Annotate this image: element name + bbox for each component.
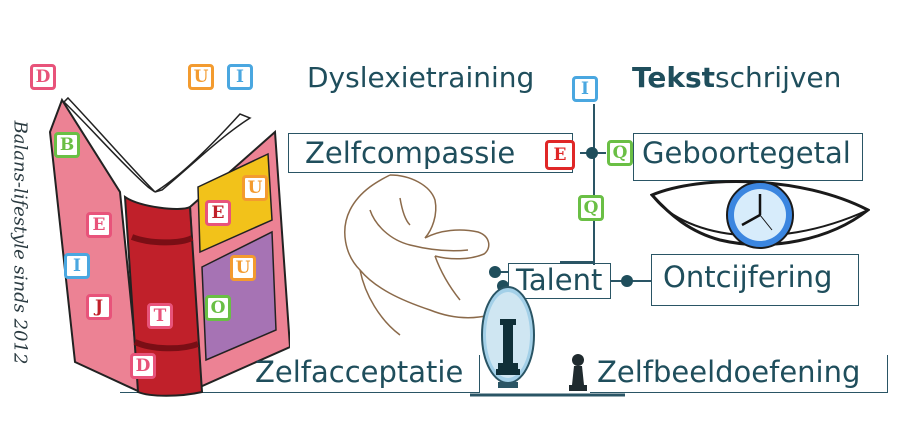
letter-block-u: U: [242, 175, 268, 201]
letter-block-q: Q: [578, 195, 604, 221]
talent-box: [508, 263, 611, 299]
eye-clock-icon: [650, 180, 870, 249]
letter-block-u: U: [230, 255, 256, 281]
label-geboortegetal: Geboortegetal: [642, 136, 851, 170]
label-zelfcompassie: Zelfcompassie: [305, 136, 516, 170]
letter-block-e: E: [86, 212, 112, 238]
letter-block-e: E: [205, 200, 231, 226]
label-tekstschrijven: Tekstschrijven: [632, 64, 841, 92]
zelfbeeld-box: [590, 355, 888, 393]
hugging-figure-icon: [344, 174, 491, 336]
letter-block-o: O: [205, 295, 231, 321]
label-zelfacceptatie: Zelfacceptatie: [255, 355, 464, 389]
label-schrijven: schrijven: [715, 61, 842, 94]
zelfacceptatie-box: [120, 355, 480, 393]
letter-block-d: D: [130, 353, 156, 379]
mirror-icon: [481, 286, 535, 388]
chess-pawn-icon: [569, 354, 587, 391]
label-ontcijfering: Ontcijfering: [663, 260, 833, 294]
label-dyslexietraining: Dyslexietraining: [307, 61, 535, 94]
letter-block-u: U: [188, 64, 214, 90]
letter-block-i: I: [572, 76, 598, 102]
label-zelfbeeldoefening: Zelfbeeldoefening: [597, 355, 861, 389]
letter-block-j: J: [86, 294, 112, 320]
letter-block-i: I: [227, 64, 253, 90]
tagline: Balans-lifestyle sinds 2012: [9, 120, 31, 365]
letter-block-q: Q: [607, 140, 633, 166]
letter-block-t: T: [147, 303, 173, 329]
letter-block-d: D: [30, 64, 56, 90]
letter-block-i: I: [64, 253, 90, 279]
letter-block-e: E: [545, 140, 575, 170]
ontcijfering-box: [651, 254, 859, 306]
chess-queen-icon: [496, 319, 520, 375]
letter-block-b: B: [54, 132, 80, 158]
label-talent: Talent: [516, 263, 603, 297]
label-tekst-bold: Tekst: [632, 61, 716, 94]
